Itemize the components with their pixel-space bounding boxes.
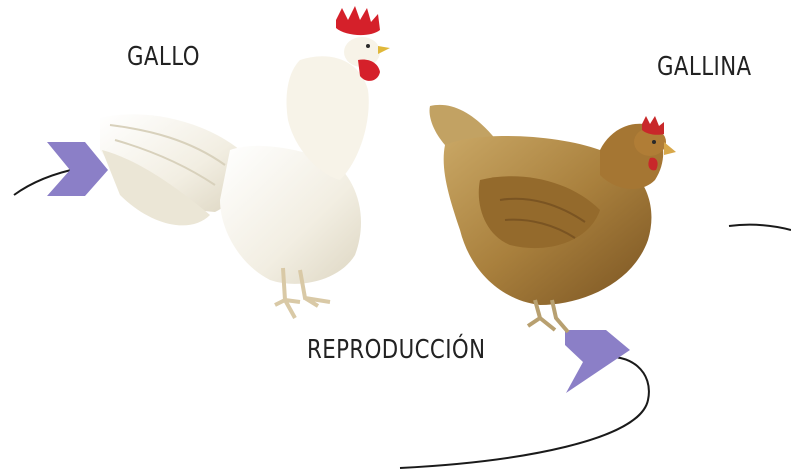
chevron-arrow-icon xyxy=(565,330,630,393)
rooster-label: GALLO xyxy=(127,42,200,72)
chevron-arrow-icon xyxy=(47,142,108,196)
hen-image xyxy=(429,104,676,334)
bottom-loop-curve xyxy=(399,355,650,469)
right-connector-curve xyxy=(728,223,791,231)
hen-label: GALLINA xyxy=(657,52,752,82)
reproduction-label: REPRODUCCIÓN xyxy=(307,335,486,365)
rooster-image xyxy=(100,6,390,319)
